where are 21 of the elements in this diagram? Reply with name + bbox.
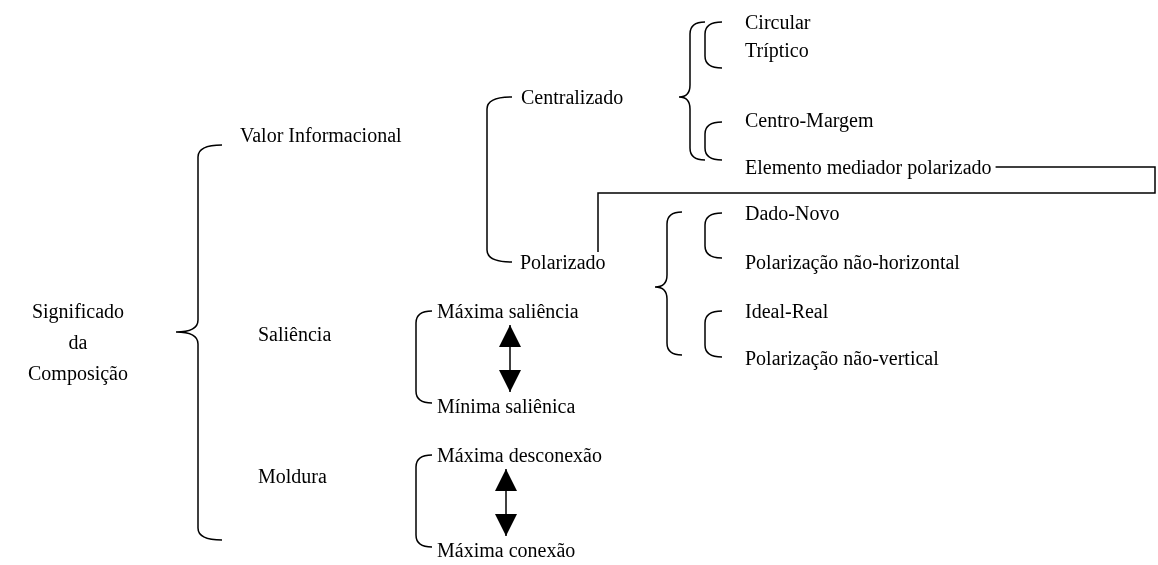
node-label: Ideal-Real (745, 299, 829, 323)
node-label: Mínima saliênica (437, 394, 576, 418)
node-label: Polarização não-horizontal (745, 250, 960, 274)
node-label: Polarizado (520, 250, 606, 274)
node-label: Moldura (258, 464, 327, 488)
node-label: Circular (745, 10, 811, 34)
node-label: Significado da Composição (22, 296, 134, 389)
node-label: Dado-Novo (745, 201, 840, 225)
node-label: Elemento mediador polarizado (745, 155, 992, 179)
double-arrow (495, 468, 517, 537)
node-label: Saliência (258, 322, 332, 346)
connector-line (597, 166, 1156, 253)
node-label: Tríptico (745, 38, 809, 62)
node-label: Valor Informacional (240, 123, 402, 147)
node-label: Centro-Margem (745, 108, 874, 132)
node-label: Máxima saliência (437, 299, 579, 323)
node-label: Máxima desconexão (437, 443, 602, 467)
node-label: Máxima conexão (437, 538, 576, 562)
node-label: Centralizado (521, 85, 624, 109)
node-label: Polarização não-vertical (745, 346, 939, 370)
double-arrow (499, 324, 521, 393)
